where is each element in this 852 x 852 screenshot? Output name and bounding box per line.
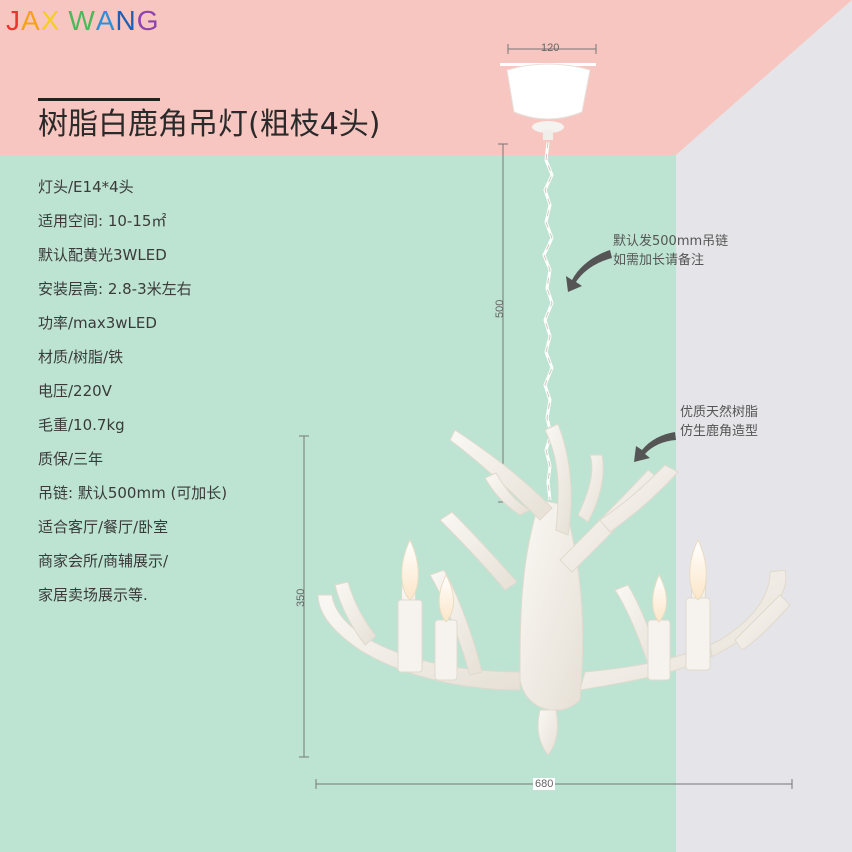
spec-item: 适用空间: 10-15㎡ bbox=[38, 212, 167, 230]
resin-note-line: 仿生鹿角造型 bbox=[680, 424, 759, 439]
brand-logo: JAX WANG bbox=[6, 4, 160, 38]
dimension-label-width: 680 bbox=[533, 778, 556, 790]
chain-note: 默认发500mm吊链 如需加长请备注 bbox=[613, 232, 728, 270]
brand-letter: X bbox=[40, 5, 61, 36]
spec-item: 安装层高: 2.8-3米左右 bbox=[38, 280, 192, 298]
spec-item: 电压/220V bbox=[38, 382, 112, 400]
brand-letter: N bbox=[115, 5, 137, 36]
spec-item: 灯头/E14*4头 bbox=[38, 178, 134, 196]
ceiling-canopy bbox=[500, 63, 596, 140]
spec-item: 质保/三年 bbox=[38, 450, 104, 468]
note-arrow-resin bbox=[634, 432, 676, 462]
candle-bulbs bbox=[397, 538, 711, 681]
spec-item: 默认配黄光3WLED bbox=[38, 246, 167, 264]
dimension-label-canopy: 120 bbox=[541, 42, 560, 54]
dimension-canopy-width bbox=[507, 44, 597, 54]
brand-letter: A bbox=[95, 5, 116, 36]
chain-note-line: 默认发500mm吊链 bbox=[613, 234, 729, 249]
spec-item: 材质/树脂/铁 bbox=[38, 348, 124, 366]
brand-letter: A bbox=[21, 5, 41, 36]
dimension-chain-length bbox=[498, 143, 508, 503]
brand-letter: W bbox=[68, 5, 96, 36]
dimension-fixture-height bbox=[299, 435, 309, 758]
product-title: 树脂白鹿角吊灯(粗枝4头) bbox=[38, 107, 381, 142]
chain bbox=[542, 141, 554, 501]
resin-note-line: 优质天然树脂 bbox=[680, 405, 759, 420]
dimension-label-chain: 500 bbox=[494, 299, 506, 318]
spec-item: 适合客厅/餐厅/卧室 bbox=[38, 518, 169, 536]
brand-logo-text: JAX WANG bbox=[6, 4, 160, 38]
antler-body bbox=[317, 423, 791, 756]
dimension-label-height: 350 bbox=[295, 588, 307, 607]
spec-item: 功率/max3wLED bbox=[38, 314, 157, 332]
brand-letter: J bbox=[6, 5, 21, 36]
spec-item: 吊链: 默认500mm (可加长) bbox=[38, 484, 228, 502]
spec-item: 毛重/10.7kg bbox=[38, 416, 125, 434]
chain-note-line: 如需加长请备注 bbox=[613, 253, 705, 268]
spec-list: 灯头/E14*4头 适用空间: 10-15㎡ 默认配黄光3WLED 安装层高: … bbox=[38, 176, 227, 618]
note-arrow-chain bbox=[566, 250, 612, 292]
title-rule bbox=[38, 98, 160, 101]
brand-letter: G bbox=[136, 5, 160, 36]
spec-item: 家居卖场展示等. bbox=[38, 586, 148, 604]
resin-note: 优质天然树脂 仿生鹿角造型 bbox=[680, 403, 758, 441]
spec-item: 商家会所/商辅展示/ bbox=[38, 552, 169, 570]
